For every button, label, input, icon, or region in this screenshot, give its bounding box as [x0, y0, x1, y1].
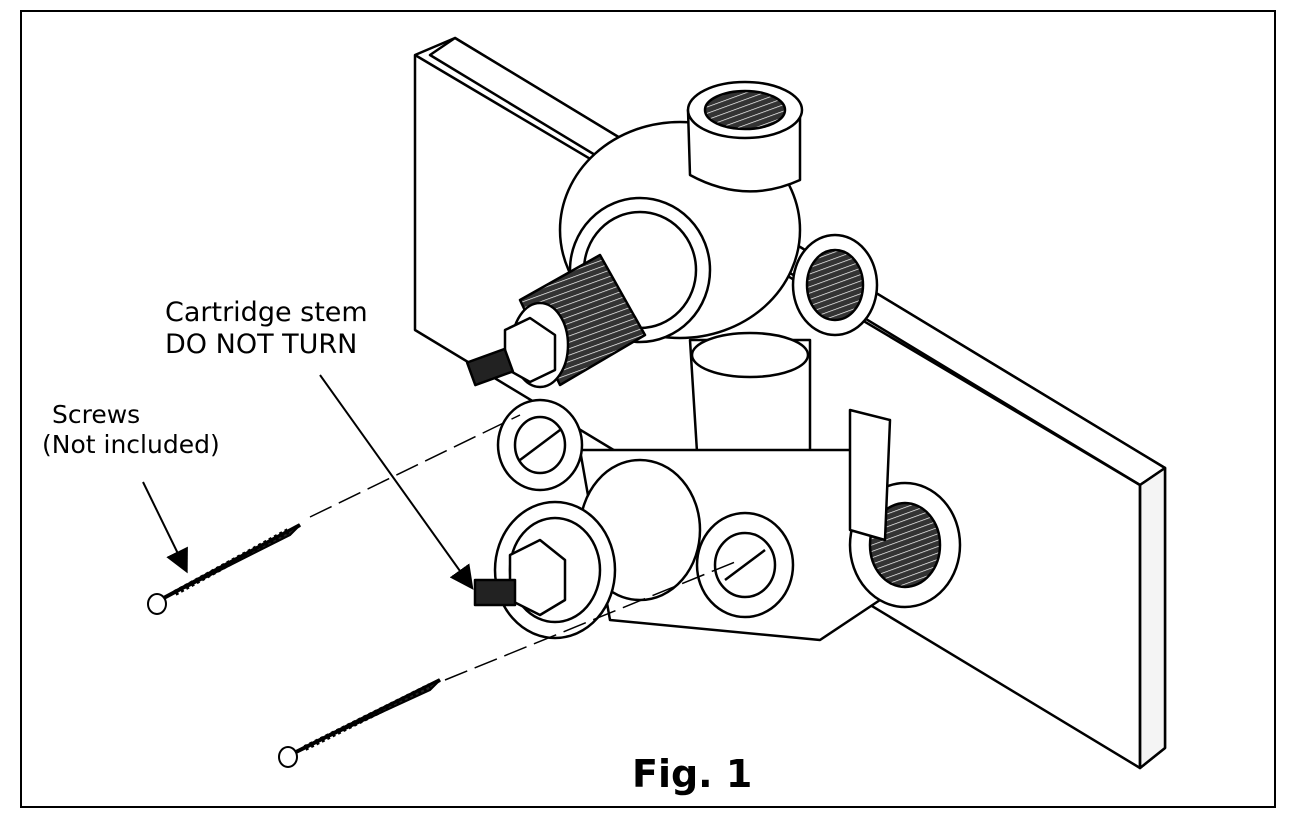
cartridge-arrow-icon	[319, 374, 474, 590]
screws-arrow-icon	[142, 481, 188, 574]
figure-caption: Fig. 1	[632, 752, 753, 796]
valve-body-icon	[465, 80, 962, 642]
cartridge-stem-label: Cartridge stem DO NOT TURN	[165, 297, 368, 362]
alignment-lines	[309, 414, 741, 681]
screws-label-line1: Screws	[52, 400, 141, 429]
cartridge-label-line2: DO NOT TURN	[165, 329, 358, 361]
cartridge-label-line1: Cartridge stem	[165, 297, 368, 328]
wood-screw-lower-icon	[278, 678, 441, 768]
wood-screw-upper-icon	[147, 523, 301, 615]
screws-label-line2: (Not included)	[42, 430, 220, 459]
screws-label: Screws (Not included)	[42, 400, 220, 460]
leader-arrows	[142, 374, 474, 590]
